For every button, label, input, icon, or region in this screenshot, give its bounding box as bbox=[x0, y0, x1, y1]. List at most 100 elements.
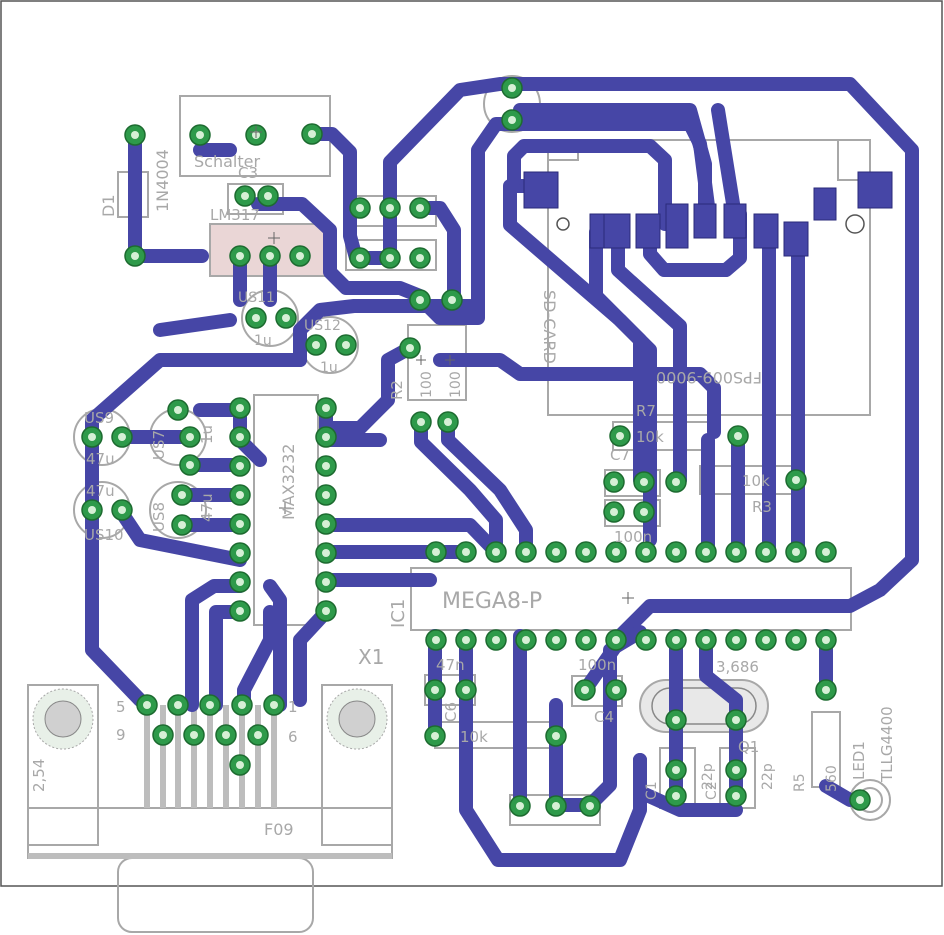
label-led1: LED1 bbox=[850, 741, 868, 780]
pad-hole bbox=[131, 131, 139, 139]
pad-hole bbox=[406, 344, 414, 352]
pad-hole bbox=[88, 433, 96, 441]
label-d1: D1 bbox=[99, 195, 118, 218]
pad-hole bbox=[702, 636, 710, 644]
pad-hole bbox=[296, 252, 304, 260]
label-f09: F09 bbox=[264, 820, 294, 839]
pad-hole bbox=[581, 686, 589, 694]
label-us11-val: 1u bbox=[254, 333, 272, 349]
pad-hole bbox=[196, 131, 204, 139]
pad-hole bbox=[236, 578, 244, 586]
pad-hole bbox=[432, 548, 440, 556]
pad-hole bbox=[610, 478, 618, 486]
label-pin9: 9 bbox=[116, 726, 126, 744]
pad-hole bbox=[732, 548, 740, 556]
pad-hole bbox=[792, 548, 800, 556]
label-r3-val: 10k bbox=[742, 472, 770, 490]
label-us11: US11 bbox=[238, 290, 275, 306]
pad-hole bbox=[322, 491, 330, 499]
label-sdcard: SD-CARD bbox=[540, 290, 559, 364]
pad-hole bbox=[462, 548, 470, 556]
label-us12: US12 bbox=[304, 318, 341, 334]
label-c1: C1 bbox=[644, 781, 660, 800]
pad-hole bbox=[322, 520, 330, 528]
label-r5-val: 560 bbox=[824, 765, 840, 792]
pad-hole bbox=[582, 636, 590, 644]
label-c4: C4 bbox=[594, 708, 614, 726]
label-r7-val: 10k bbox=[636, 428, 664, 446]
label-c2: C2 bbox=[704, 781, 720, 800]
through-hole-pads bbox=[81, 77, 871, 817]
pad-hole bbox=[322, 462, 330, 470]
pad-hole bbox=[612, 548, 620, 556]
pad-hole bbox=[462, 686, 470, 694]
label-led-val: TLLG4400 bbox=[878, 706, 896, 783]
pad-hole bbox=[448, 296, 456, 304]
label-us7-val: 1u bbox=[198, 425, 216, 444]
pad-hole bbox=[270, 701, 278, 709]
pad-hole bbox=[762, 548, 770, 556]
silkscreen-labels: Schalter D1 1N4004 C3 LM317 US11 1u US12… bbox=[30, 149, 896, 839]
pad-hole bbox=[616, 432, 624, 440]
pad-hole bbox=[416, 254, 424, 262]
pad-hole bbox=[236, 761, 244, 769]
label-r2: R2 bbox=[388, 380, 406, 400]
pad-hole bbox=[386, 254, 394, 262]
pad-hole bbox=[386, 204, 394, 212]
label-r1-val: 10k bbox=[460, 728, 488, 746]
label-c6: C6 bbox=[442, 702, 460, 722]
pad-hole bbox=[236, 433, 244, 441]
label-ic1: IC1 bbox=[388, 599, 409, 628]
pad-hole bbox=[732, 636, 740, 644]
pad-hole bbox=[672, 766, 680, 774]
pad-hole bbox=[174, 406, 182, 414]
pad-hole bbox=[552, 548, 560, 556]
pad-hole bbox=[492, 548, 500, 556]
pad-hole bbox=[672, 478, 680, 486]
label-fps: FPS009-9000 bbox=[656, 368, 762, 387]
pad-hole bbox=[322, 607, 330, 615]
label-lm317: LM317 bbox=[210, 206, 260, 224]
pad-hole bbox=[672, 548, 680, 556]
label-pin1: 1 bbox=[288, 698, 298, 716]
pad-hole bbox=[342, 341, 350, 349]
pad-hole bbox=[431, 686, 439, 694]
pad-hole bbox=[672, 716, 680, 724]
pad-hole bbox=[432, 636, 440, 644]
pad-hole bbox=[308, 130, 316, 138]
label-c8-val: 100n bbox=[614, 528, 652, 546]
pad-hole bbox=[206, 701, 214, 709]
pad-hole bbox=[642, 548, 650, 556]
pad-hole bbox=[88, 506, 96, 514]
label-d1-value: 1N4004 bbox=[153, 149, 172, 212]
pad-hole bbox=[322, 433, 330, 441]
pad-hole bbox=[732, 716, 740, 724]
label-r5: R5 bbox=[792, 773, 808, 792]
pad-hole bbox=[522, 636, 530, 644]
label-pin5: 5 bbox=[116, 698, 126, 716]
pad-hole bbox=[508, 116, 516, 124]
label-x1: X1 bbox=[358, 645, 384, 669]
pad-hole bbox=[822, 686, 830, 694]
pad-hole bbox=[322, 549, 330, 557]
pad-hole bbox=[241, 192, 249, 200]
pad-hole bbox=[508, 84, 516, 92]
pad-hole bbox=[236, 520, 244, 528]
pad-hole bbox=[792, 476, 800, 484]
pad-hole bbox=[672, 636, 680, 644]
label-r2b-val: 100 bbox=[448, 371, 464, 398]
pad-hole bbox=[222, 731, 230, 739]
label-mega8: MEGA8-P bbox=[442, 589, 542, 614]
sdcard-pads bbox=[523, 171, 893, 257]
label-us10-val: 47u bbox=[86, 482, 115, 500]
pad-hole bbox=[236, 252, 244, 260]
label-us7: US7 bbox=[150, 430, 168, 460]
label-q1-val: 3,686 bbox=[716, 658, 759, 676]
label-r3: R3 bbox=[752, 498, 772, 516]
pad-hole bbox=[552, 636, 560, 644]
pad-hole bbox=[640, 508, 648, 516]
pad-hole bbox=[252, 314, 260, 322]
label-c7: C7 bbox=[610, 446, 630, 464]
pad-hole bbox=[312, 341, 320, 349]
